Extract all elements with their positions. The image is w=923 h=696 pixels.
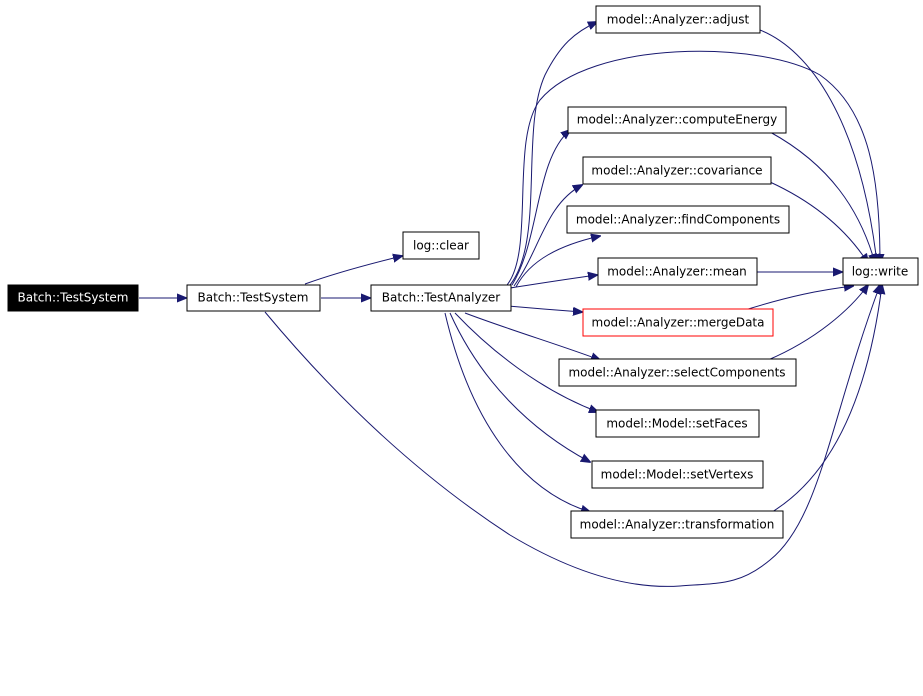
node-analyzer-computeenergy[interactable]: model::Analyzer::computeEnergy (567, 106, 787, 134)
node-analyzer-adjust[interactable]: model::Analyzer::adjust (595, 5, 761, 34)
node-log-clear[interactable]: log::clear (402, 231, 480, 260)
node-label: model::Analyzer::adjust (607, 13, 750, 27)
node-label: model::Analyzer::selectComponents (568, 366, 785, 380)
node-label: Batch::TestAnalyzer (382, 291, 500, 305)
node-analyzer-selectcomponents[interactable]: model::Analyzer::selectComponents (558, 358, 797, 387)
node-analyzer-findcomponents[interactable]: model::Analyzer::findComponents (566, 205, 790, 234)
node-label: model::Analyzer::mean (607, 265, 747, 279)
edge-testanalyzer-to-transformation (444, 312, 590, 512)
node-log-write[interactable]: log::write (842, 257, 919, 286)
node-batch-testsystem-root[interactable]: Batch::TestSystem (7, 284, 139, 312)
edge-selectcomponents-to-logwrite (767, 285, 868, 361)
node-label: model::Analyzer::computeEnergy (577, 113, 778, 127)
node-label: log::write (852, 265, 909, 279)
edge-testanalyzer-to-setfaces (454, 312, 598, 412)
node-label: model::Analyzer::covariance (591, 164, 762, 178)
node-model-setvertexs[interactable]: model::Model::setVertexs (591, 460, 764, 489)
edges (139, 22, 882, 587)
edge-testanalyzer-to-setvertexs (449, 312, 590, 462)
node-label: Batch::TestSystem (198, 291, 309, 305)
node-label: model::Analyzer::mergeData (592, 316, 765, 330)
edge-testanalyzer-to-covariance (513, 185, 582, 287)
node-model-setfaces[interactable]: model::Model::setFaces (595, 409, 760, 438)
edge-adjust-to-logwrite (759, 29, 877, 263)
node-label: log::clear (413, 239, 469, 253)
node-label: Batch::TestSystem (18, 291, 129, 305)
edge-testanalyzer-to-selectcomponents (464, 312, 600, 360)
node-label: model::Analyzer::findComponents (576, 213, 780, 227)
edge-mergedata-to-logwrite (744, 286, 853, 311)
edge-testsystem-to-logclear (304, 256, 402, 285)
edge-transformation-to-logwrite (771, 285, 882, 513)
node-analyzer-covariance[interactable]: model::Analyzer::covariance (582, 156, 772, 185)
node-analyzer-mean[interactable]: model::Analyzer::mean (597, 257, 758, 286)
edge-covariance-to-logwrite (769, 181, 868, 263)
node-label: model::Analyzer::transformation (580, 518, 775, 532)
edge-testanalyzer-to-logwrite-loop (506, 50, 880, 286)
node-batch-testanalyzer[interactable]: Batch::TestAnalyzer (370, 284, 512, 312)
node-label: model::Model::setVertexs (601, 468, 754, 482)
node-analyzer-mergedata[interactable]: model::Analyzer::mergeData (582, 308, 774, 337)
node-label: model::Model::setFaces (606, 417, 747, 431)
edge-testanalyzer-to-findcomponents (515, 236, 600, 288)
edge-testsystem-to-logwrite (264, 285, 880, 587)
node-analyzer-transformation[interactable]: model::Analyzer::transformation (570, 510, 784, 539)
edge-testanalyzer-to-computeenergy (511, 130, 570, 286)
edge-computeenergy-to-logwrite (769, 131, 875, 263)
node-batch-testsystem[interactable]: Batch::TestSystem (186, 284, 321, 312)
